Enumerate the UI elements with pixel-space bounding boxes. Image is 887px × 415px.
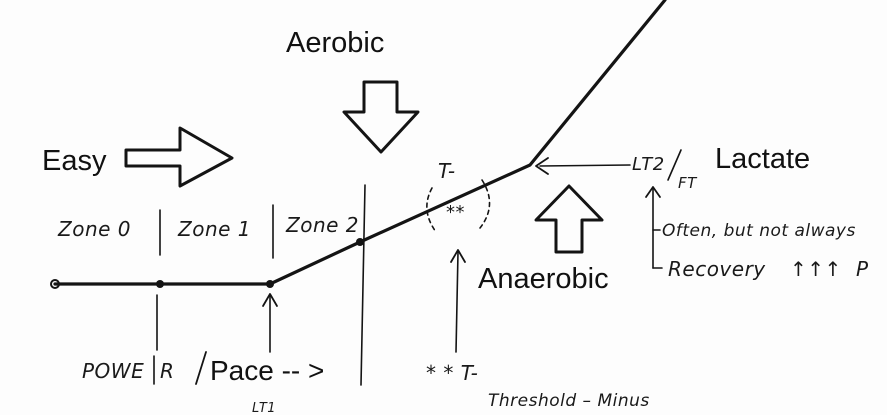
lactate-curve [53, 0, 667, 286]
lt2-label: LT2 [632, 154, 665, 175]
t-minus-label: T- [438, 159, 456, 183]
lactate-label: Lactate [715, 143, 810, 175]
ft-label: FT [678, 174, 698, 192]
threshold-minus-note: Threshold – Minus [488, 391, 650, 411]
zone1-label: Zone 1 [177, 217, 251, 241]
t-minus-bracket-right [479, 179, 491, 229]
curve-start-dot [50, 279, 60, 289]
aerobic-arrow-icon [342, 80, 420, 154]
anaerobic-arrow-icon [534, 184, 604, 254]
lt1-label: LT1 [252, 401, 276, 415]
pace-label: Pace -- > [210, 355, 324, 386]
power-label: POWE [82, 359, 144, 383]
zone2-label: Zone 2 [285, 213, 359, 237]
recovery-trail: P [856, 257, 869, 281]
t-minus-bracket-left [426, 187, 437, 233]
lt1-arrowhead-icon [262, 293, 278, 307]
curve-dot-zone1 [156, 280, 164, 288]
easy-arrow-icon [124, 126, 234, 188]
recovery-arrows: ↑↑↑ [790, 257, 842, 281]
lt2-arrowhead-icon [535, 157, 549, 175]
t-minus-arrowhead-icon [450, 249, 466, 263]
zone0-label: Zone 0 [57, 217, 131, 241]
t-minus-pointer-line [455, 251, 459, 353]
often-note: Often, but not always [662, 221, 856, 241]
curve-dot-zone2 [356, 238, 364, 246]
aerobic-label: Aerobic [286, 27, 384, 59]
recovery-note: Recovery [668, 257, 766, 281]
power-pace-slash [195, 351, 207, 385]
anaerobic-label: Anaerobic [478, 263, 609, 295]
stars-note: * * T- [426, 361, 478, 385]
lt2-notes-arrowhead-icon [645, 186, 661, 198]
easy-label: Easy [42, 145, 107, 177]
lt2-slash [667, 149, 682, 181]
lt2-pointer-line [539, 164, 631, 167]
curve-dot-lt1 [266, 280, 274, 288]
power-r-label: R [160, 359, 174, 383]
t-minus-stars: ** [446, 202, 465, 223]
divider-zone2 [360, 184, 366, 386]
